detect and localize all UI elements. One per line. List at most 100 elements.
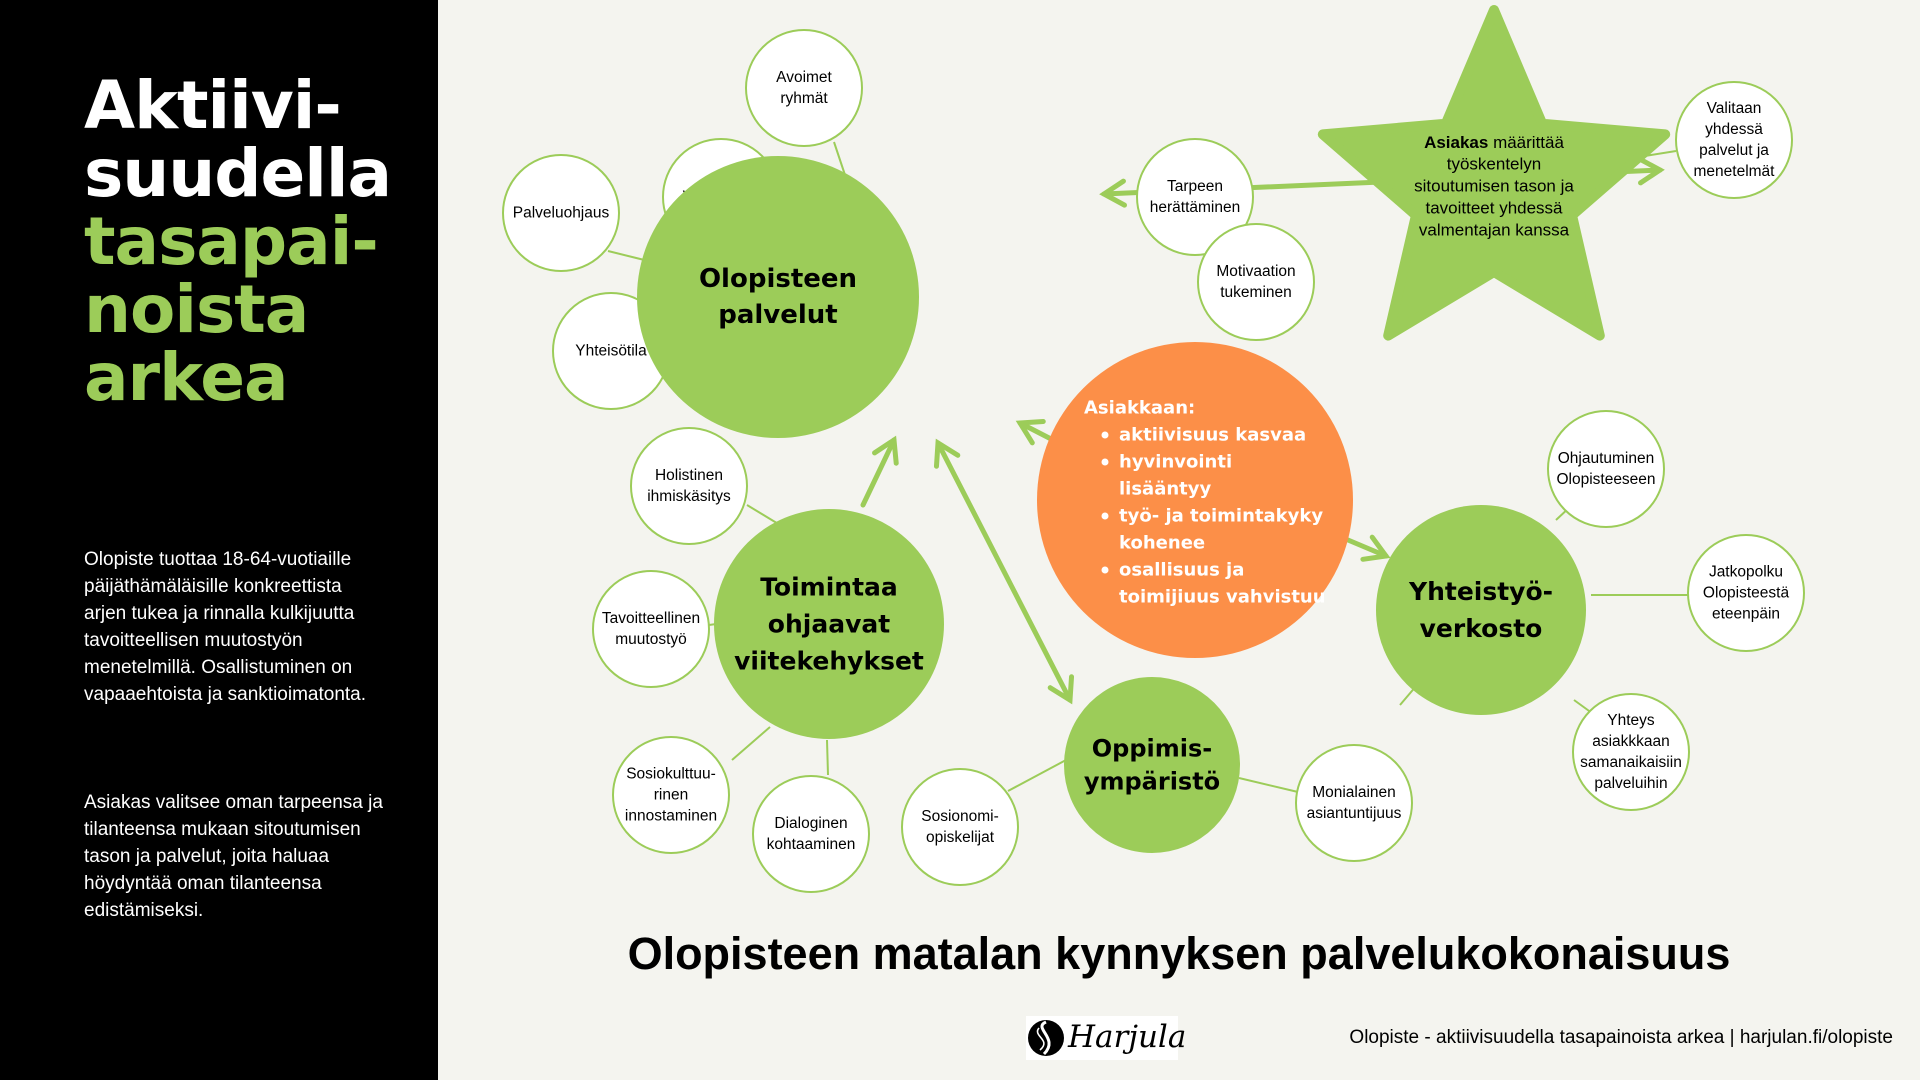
arrow-center-palvelut	[1017, 420, 1056, 443]
hub-label-line: ohjaavat	[768, 610, 890, 639]
star-text-bold: Asiakas	[1424, 133, 1488, 152]
node-label-line: Sosiokulttuu-	[626, 766, 716, 783]
arrow-head	[1099, 178, 1127, 208]
hub-label-line: palvelut	[718, 300, 838, 330]
sidebar-paragraph-1: Olopiste tuottaa 18-64-vuotiaille päijät…	[84, 549, 367, 705]
center-bullet-line: lisääntyy	[1119, 479, 1211, 500]
node-label-line: innostaminen	[625, 808, 717, 825]
hub-label-line: Yhteistyö-	[1408, 577, 1553, 606]
node-label-line: Holistinen	[655, 467, 723, 484]
node-label-line: muutostyö	[615, 631, 687, 648]
node-palveluohjaus: Palveluohjaus	[502, 154, 620, 272]
node-label-line: opiskelijat	[926, 829, 995, 846]
node-label-line: asiantuntijuus	[1307, 805, 1402, 822]
arrow-head	[1360, 534, 1391, 562]
node-label-line: eteenpäin	[1712, 606, 1780, 623]
node-avoimet-ryhmat: Avoimet ryhmät	[745, 29, 863, 147]
star-text-line: työskentelyn	[1447, 155, 1542, 174]
heading-line: noista	[84, 271, 309, 348]
star-text-line: Asiakas määrittää	[1424, 133, 1564, 152]
node-label-line: Tavoitteellinen	[602, 610, 700, 627]
node-label-line: ihmiskäsitys	[647, 488, 731, 505]
hub-label-line: Toimintaa	[760, 573, 898, 602]
arrow-head	[1047, 674, 1075, 705]
connector-line	[731, 726, 771, 761]
center-title: Asiakkaan:	[1084, 398, 1195, 419]
node-label-line: Olopisteeseen	[1556, 471, 1655, 488]
heading-line: tasapai-	[84, 203, 379, 280]
node-label-line: rinen	[654, 787, 688, 804]
harjula-logo-text: Harjula	[1068, 1019, 1187, 1055]
center-bullet-line: kohenee	[1119, 533, 1205, 554]
node-dialoginen-kohtaaminen: Dialoginen kohtaaminen	[752, 775, 870, 893]
node-sosionomiopiskelijat: Sosionomi-opiskelijat	[901, 768, 1019, 886]
node-label-line: kohtaaminen	[767, 836, 856, 853]
sidebar: Aktiivi- suudella tasapai- noista arkea …	[0, 0, 438, 1080]
node-circle	[612, 736, 730, 854]
hub-label-line: Olopisteen	[699, 264, 857, 294]
node-circle	[1295, 744, 1413, 862]
node-circle	[752, 775, 870, 893]
center-bullet-line: toimijiuus vahvistuu	[1119, 587, 1326, 608]
node-label-line: Avoimet	[776, 69, 832, 86]
center-bullet-line: aktiivisuus kasvaa	[1119, 425, 1306, 446]
hub-label-line: ympäristö	[1084, 768, 1220, 796]
node-circle	[1687, 534, 1805, 652]
bullet-dot	[1101, 512, 1109, 520]
hub-toimintaa-ohjaavat-viitekehykset: Toimintaa ohjaavat viitekehykset	[714, 509, 944, 739]
node-label-line: Ohjautuminen	[1558, 450, 1655, 467]
node-label-line: Yhteisötila	[575, 343, 647, 360]
hub-olopisteen-palvelut: Olopisteen palvelut	[637, 156, 919, 438]
connector-line	[1007, 759, 1067, 792]
asiakas-star: Asiakas määrittää työskentelyn sitoutumise…	[1317, 5, 1671, 341]
star-shape	[1317, 5, 1671, 341]
harjula-logo: Harjula	[1026, 1016, 1186, 1060]
bullet-dot	[1101, 566, 1109, 574]
center-circle	[1037, 342, 1353, 658]
node-circle	[1136, 138, 1254, 256]
arrow-center-verkosto	[1345, 537, 1389, 559]
center-bullet-line: osallisuus ja	[1119, 560, 1244, 581]
center-outcomes: Asiakkaan:aktiivisuus kasvaahyvinvointil…	[1037, 342, 1353, 658]
node-monialainen-asiantuntijuus: Monialainen asiantuntijuus	[1295, 744, 1413, 862]
sidebar-paragraph-2: Asiakas valitsee oman tarpeensa ja tilan…	[84, 792, 383, 921]
node-label-line: Yhteys	[1607, 712, 1655, 729]
main-area: Asiakas määrittää työskentelyn sitoutumise…	[438, 0, 1920, 1080]
hub-label-line: viitekehykset	[734, 647, 924, 676]
node-label-line: ryhmät	[780, 90, 828, 107]
arrow-palvelut-oppimisymparisto	[935, 440, 1073, 703]
bullet-dot	[1101, 458, 1109, 466]
hub-circle	[1064, 677, 1240, 853]
node-sosiokulttuurinen-innostaminen: Sosiokulttuu-rinen innostaminen	[612, 736, 730, 854]
node-circle	[901, 768, 1019, 886]
node-label-line: Olopisteestä	[1703, 585, 1790, 602]
heading-line: suudella	[84, 135, 392, 212]
node-label-line: Dialoginen	[774, 815, 847, 832]
node-tavoitteellinen-muutostyo: Tavoitteellinen muutostyö	[592, 570, 710, 688]
bullet-dot	[1101, 431, 1109, 439]
node-circle	[1547, 410, 1665, 528]
arrow-head	[1637, 156, 1665, 186]
node-holistinen-ihmiskasitys: Holistinen ihmiskäsitys	[630, 427, 748, 545]
connector-line	[1238, 777, 1299, 793]
heading-line: arkea	[84, 339, 289, 416]
hub-circle	[714, 509, 944, 739]
star-text-line: sitoutumisen tason ja	[1414, 177, 1574, 196]
node-circle	[1675, 81, 1793, 199]
page-title: Olopisteen matalan kynnyksen palvelukoko…	[627, 928, 1731, 979]
node-label-line: yhdessä	[1705, 121, 1763, 138]
star-text-rest: määrittää	[1488, 133, 1564, 152]
node-label-line: tukeminen	[1220, 284, 1292, 301]
node-label-line: Monialainen	[1312, 784, 1396, 801]
sidebar-heading: Aktiivi- suudella tasapai- noista arkea	[84, 72, 392, 416]
hub-oppimisymparisto: Oppimis-ympäristö	[1064, 677, 1240, 853]
connector-line	[746, 504, 781, 526]
arrow-head	[1015, 418, 1046, 446]
arrow-viitekehykset-palvelut	[860, 437, 897, 508]
node-label-line: asiakkkaan	[1592, 733, 1670, 750]
node-circle	[745, 29, 863, 147]
hub-label-line: verkosto	[1420, 614, 1543, 643]
